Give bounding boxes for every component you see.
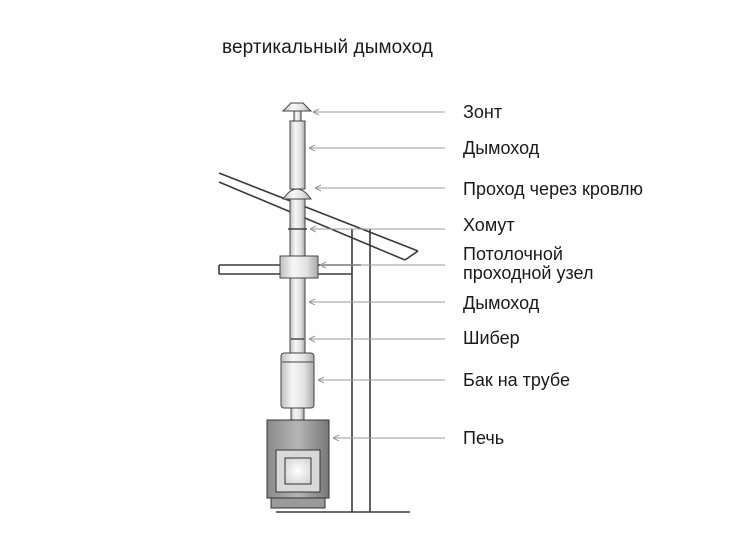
label-chimney-top: Дымоход	[463, 138, 540, 158]
pipe-middle	[289, 198, 306, 257]
diagram-title: вертикальный дымоход	[222, 37, 433, 58]
label-tank: Бак на трубе	[463, 370, 571, 390]
label-roof-pass: Проход через кровлю	[463, 179, 643, 199]
umbrella-cap	[281, 102, 313, 112]
stove-connector	[290, 407, 305, 421]
pipe-lower	[289, 277, 306, 354]
chimney-pipe	[279, 102, 319, 421]
umbrella-stem	[293, 110, 302, 122]
ceiling-node-box	[279, 255, 319, 279]
pointer-arrows	[308, 108, 445, 442]
label-stove: Печь	[463, 428, 505, 448]
tank-body	[280, 352, 315, 409]
pipe-upper	[289, 120, 306, 190]
stove-base	[270, 497, 326, 509]
label-chimney-lower: Дымоход	[463, 293, 540, 313]
label-umbrella: Зонт	[463, 102, 503, 122]
stove-glass	[284, 457, 312, 485]
roof-line-lower	[218, 181, 406, 261]
label-ceiling-node-line2: проходной узел	[463, 263, 594, 283]
label-damper: Шибер	[463, 328, 520, 348]
label-ceiling-node-line1: Потолочной	[463, 244, 563, 264]
roof-line-upper	[218, 172, 419, 252]
roof-edge	[404, 250, 419, 261]
label-clamp: Хомут	[463, 215, 515, 235]
stove	[266, 419, 330, 509]
roof-pass-flashing	[282, 188, 312, 200]
